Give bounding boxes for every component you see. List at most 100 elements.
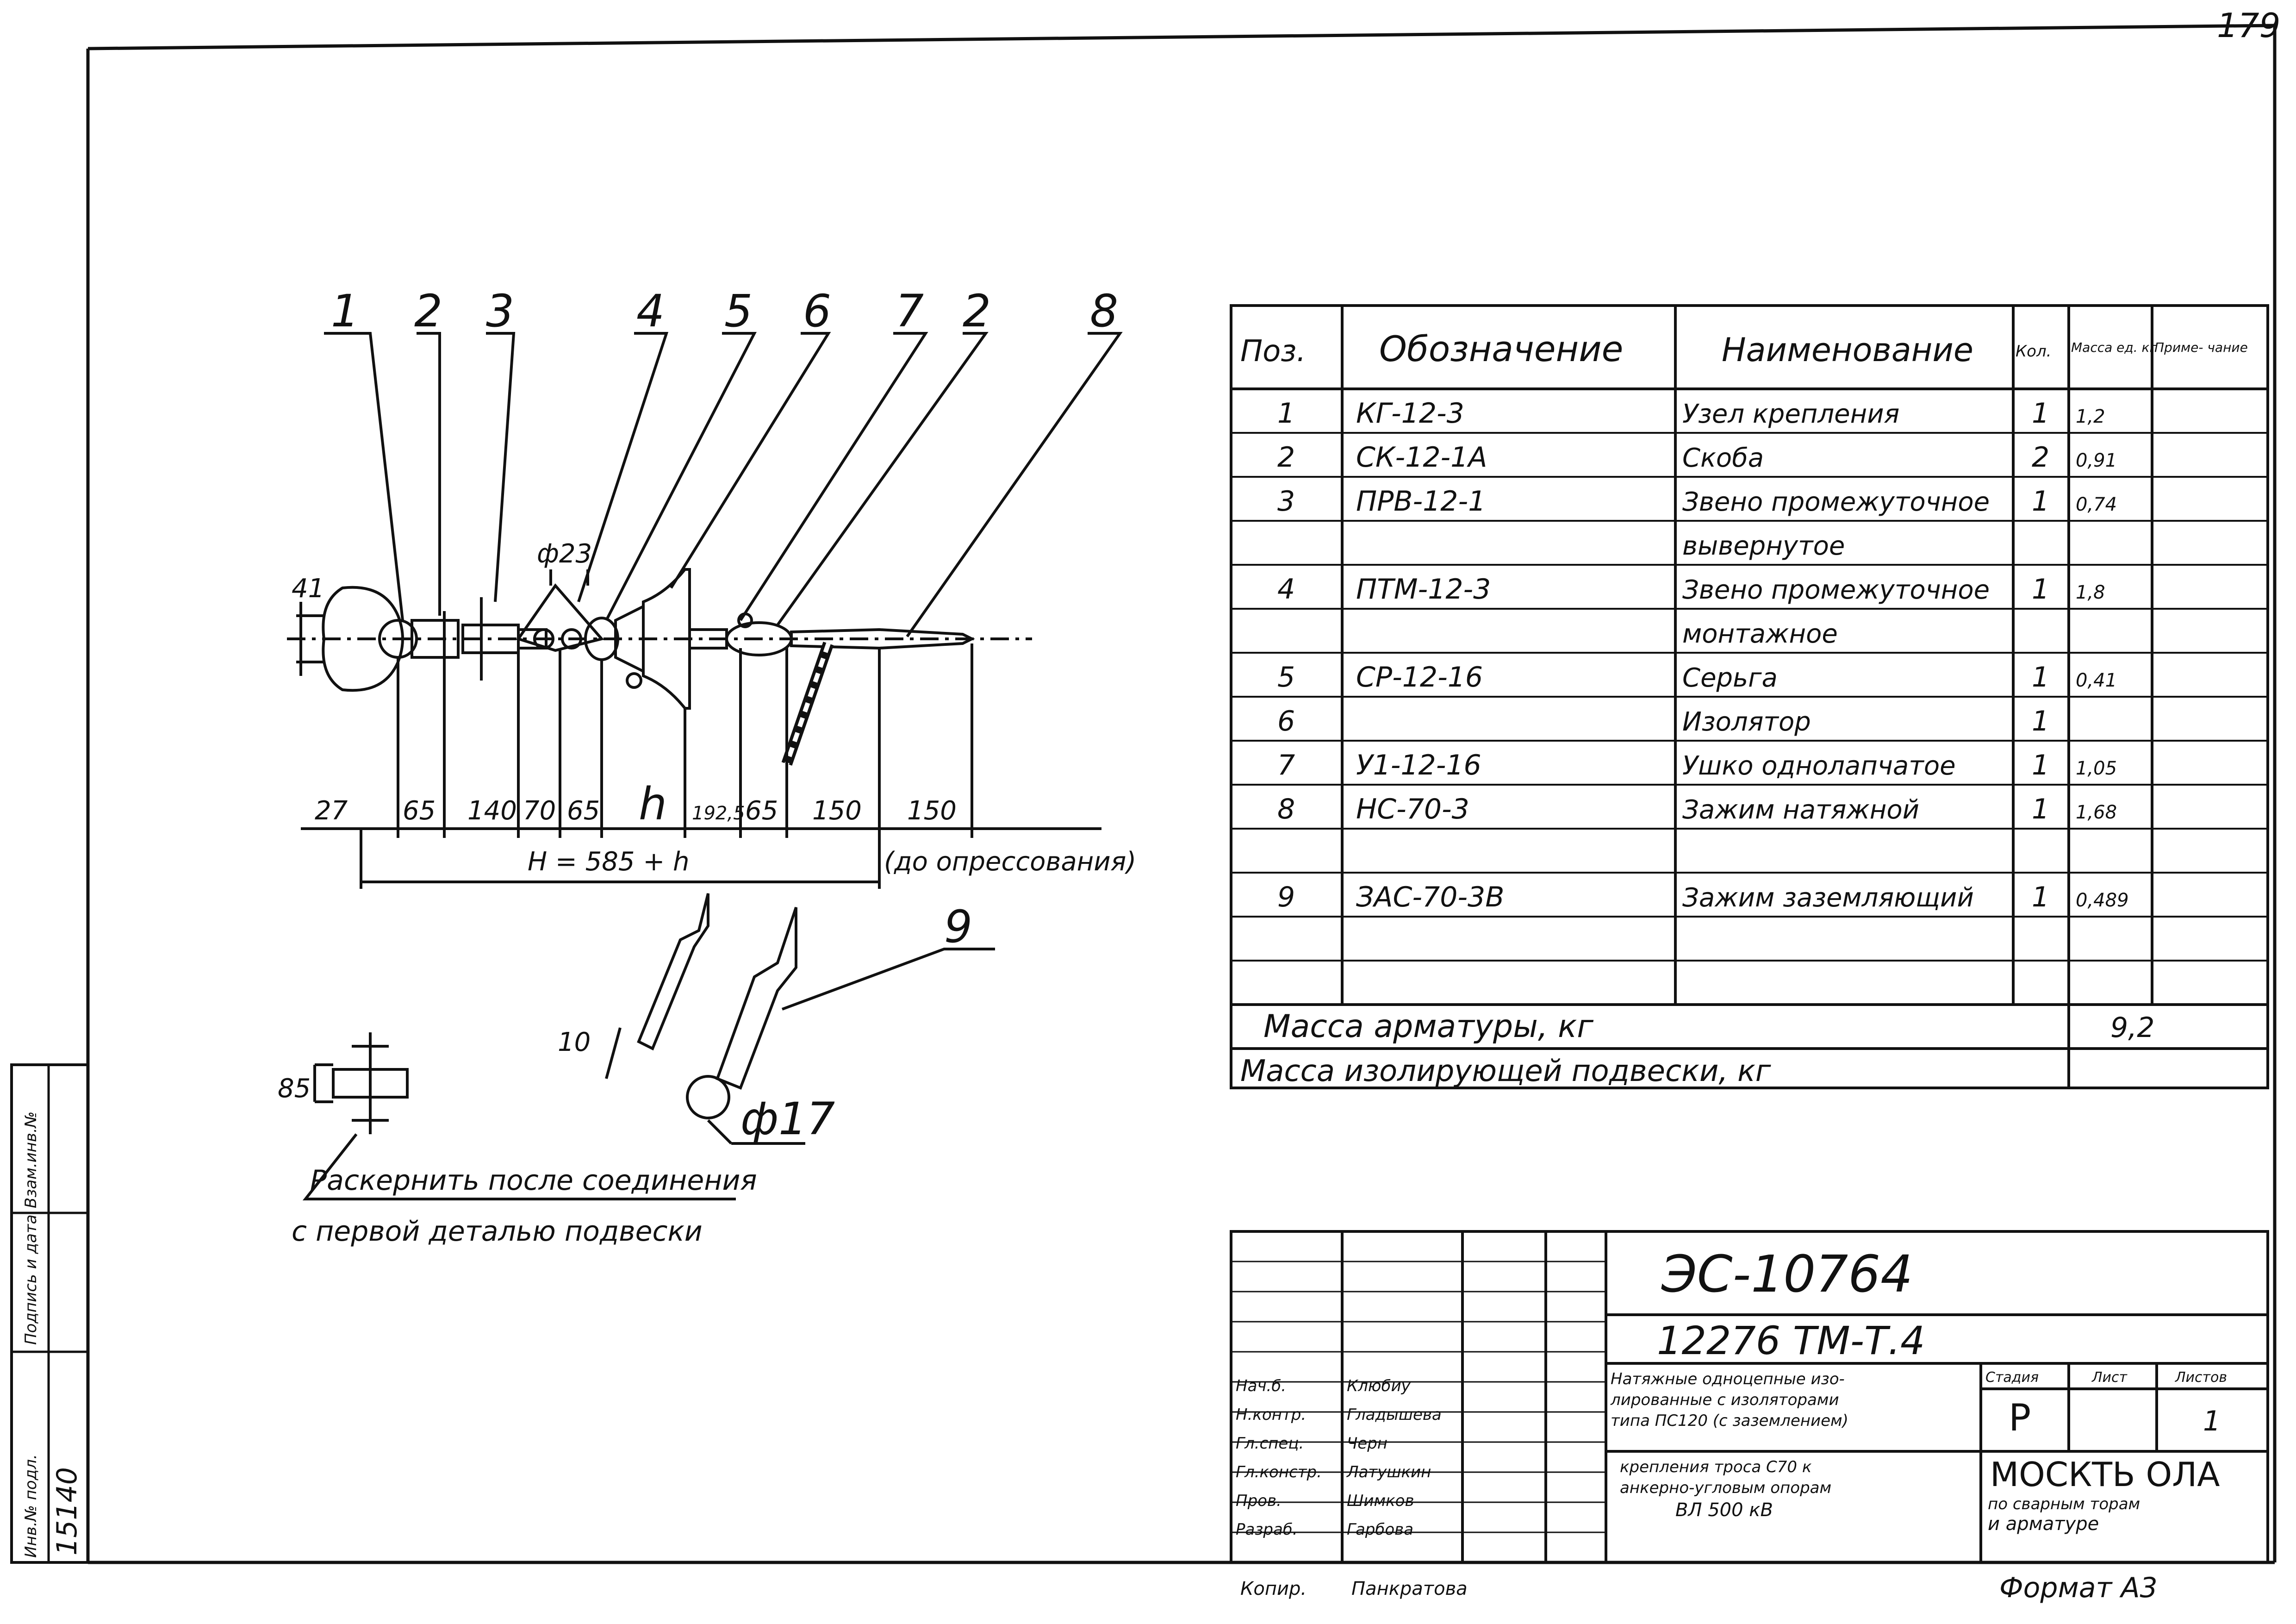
- spec-name: Звено промежуточное: [1682, 575, 1990, 605]
- copied-name: Панкратова: [1351, 1578, 1468, 1599]
- dim-192-5: 192,5: [692, 803, 745, 824]
- dia-17-label: ф17: [740, 1093, 835, 1145]
- spec-mass: 0,489: [2076, 890, 2129, 911]
- spec-qty: 2: [2032, 441, 2049, 474]
- spec-code: СК-12-1А: [1356, 441, 1487, 474]
- spec-mass: 1,05: [2076, 758, 2117, 779]
- side-label-substitute: Взам.инв.№: [22, 1112, 40, 1208]
- spec-mass: 1,68: [2076, 802, 2117, 823]
- spec-qty: 1: [2032, 661, 2049, 693]
- specification-table: Поз. Обозначение Наименование Кол. Масса…: [1230, 304, 2269, 1089]
- spec-qty: 1: [2032, 485, 2049, 518]
- signature-role: Разраб.: [1236, 1520, 1298, 1539]
- spec-name: Серьга: [1682, 663, 1778, 693]
- spec-name: монтажное: [1682, 619, 1838, 649]
- callout-3: 3: [486, 285, 514, 337]
- callout-4: 4: [636, 285, 665, 337]
- signature-name: Клюбиу: [1347, 1377, 1411, 1395]
- header-name: Наименование: [1722, 331, 1973, 369]
- side-inventory-number: 15140: [51, 1467, 83, 1555]
- spec-qty: 1: [2032, 573, 2049, 606]
- dia-23-label: ф23: [537, 539, 592, 569]
- dim-65c: 65: [745, 796, 778, 826]
- org-name: МОСКТЬ ОЛА: [1990, 1455, 2220, 1494]
- spec-name: Зажим заземляющий: [1682, 883, 1974, 913]
- callout-7: 7: [896, 285, 924, 337]
- dim-h: h: [639, 778, 667, 830]
- spec-code: СР-12-16: [1356, 661, 1483, 693]
- header-pos: Поз.: [1240, 334, 1306, 369]
- spec-mass: 0,91: [2076, 450, 2117, 471]
- signature-name: Гладышева: [1347, 1405, 1442, 1424]
- title-desc-4: крепления троса С70 к: [1620, 1458, 1812, 1476]
- dim-70: 70: [523, 796, 556, 826]
- spec-code: У1-12-16: [1356, 749, 1481, 781]
- spec-pos: 3: [1277, 485, 1295, 518]
- mass-assembly-label: Масса изолирующей подвески, кг: [1240, 1054, 1771, 1088]
- side-stamp: Взам.инв.№ Подпись и дата Инв.№ подл. 15…: [10, 1063, 89, 1564]
- spec-pos: 1: [1277, 397, 1295, 430]
- org-line-3: и арматуре: [1988, 1513, 2099, 1535]
- mass-fittings-label: Масса арматуры, кг: [1263, 1008, 1594, 1045]
- spec-pos: 5: [1277, 661, 1295, 693]
- copied-role: Копир.: [1240, 1578, 1307, 1599]
- callout-2b: 2: [963, 285, 991, 337]
- spec-mass: 0,41: [2076, 670, 2117, 691]
- spec-mass: 1,8: [2076, 582, 2105, 603]
- dim-140: 140: [467, 796, 517, 826]
- spec-qty: 1: [2032, 749, 2049, 781]
- side-label-inventory: Инв.№ подл.: [22, 1454, 40, 1558]
- spec-qty: 1: [2032, 705, 2049, 737]
- spec-pos: 2: [1277, 441, 1295, 474]
- dim-150a: 150: [812, 796, 862, 826]
- dim-10-label: 10: [558, 1027, 591, 1057]
- spec-name: Скоба: [1682, 443, 1764, 473]
- sheets-value: 1: [2203, 1405, 2221, 1437]
- total-length-formula: H = 585 + h: [528, 847, 690, 877]
- signature-name: Латушкин: [1346, 1463, 1431, 1481]
- spec-qty: 1: [2032, 881, 2049, 913]
- title-sheet-code: 12276 ТМ-Т.4: [1657, 1318, 1925, 1363]
- callout-6: 6: [803, 285, 831, 337]
- spec-name: Зажим натяжной: [1682, 795, 1919, 825]
- dim-150b: 150: [907, 796, 957, 826]
- sheet-number: 179: [2217, 6, 2280, 45]
- spec-pos: 4: [1277, 573, 1295, 606]
- spec-name: Звено промежуточное: [1682, 487, 1990, 517]
- spec-code: ПРВ-12-1: [1356, 485, 1486, 518]
- sheet-label: Лист: [2091, 1369, 2128, 1386]
- note-line-2: с первой деталью подвески: [292, 1215, 703, 1248]
- drawing-labels: 1 2 3 4 5 6 7 2 8 9 ф23 41 85 10 ф17 27 …: [278, 285, 1136, 1248]
- spec-qty: 1: [2032, 397, 2049, 430]
- spec-mass: 0,74: [2076, 494, 2117, 515]
- format-label: Формат А3: [1999, 1572, 2158, 1604]
- note-line-1: Раскернить после соединения: [310, 1164, 757, 1197]
- spec-pos: 9: [1277, 881, 1295, 913]
- dim-65b: 65: [567, 796, 600, 826]
- callout-8: 8: [1090, 285, 1118, 337]
- stage-value: Р: [2009, 1396, 2031, 1439]
- title-desc-2: лированные с изоляторами: [1610, 1391, 1839, 1409]
- signature-name: Гарбова: [1347, 1520, 1413, 1539]
- assembly-drawing: [287, 332, 1123, 1200]
- signature-role: Гл.констр.: [1236, 1463, 1322, 1481]
- title-desc-3: типа ПС120 (с заземлением): [1611, 1412, 1848, 1430]
- spec-code: ЗАС-70-3В: [1356, 881, 1504, 913]
- header-mass: Масса ед. кг: [2071, 340, 2156, 355]
- title-code: ЭС-10764: [1661, 1244, 1913, 1304]
- spec-mass: 1,2: [2076, 406, 2105, 427]
- signature-name: Черн: [1347, 1434, 1388, 1453]
- signature-role: Нач.б.: [1236, 1377, 1286, 1395]
- signature-role: Н.контр.: [1236, 1405, 1306, 1424]
- dim-27: 27: [315, 796, 348, 826]
- title-desc-5: анкерно-угловым опорам: [1620, 1479, 1831, 1497]
- title-desc-6: ВЛ 500 кВ: [1675, 1499, 1773, 1521]
- mass-fittings-value: 9,2: [2110, 1012, 2154, 1044]
- header-code: Обозначение: [1379, 328, 1623, 369]
- spec-name: Узел крепления: [1682, 399, 1899, 429]
- callout-2: 2: [414, 285, 442, 337]
- stage-label: Стадия: [1985, 1369, 2039, 1386]
- signature-role: Гл.спец.: [1236, 1434, 1304, 1453]
- spec-code: КГ-12-3: [1356, 397, 1464, 430]
